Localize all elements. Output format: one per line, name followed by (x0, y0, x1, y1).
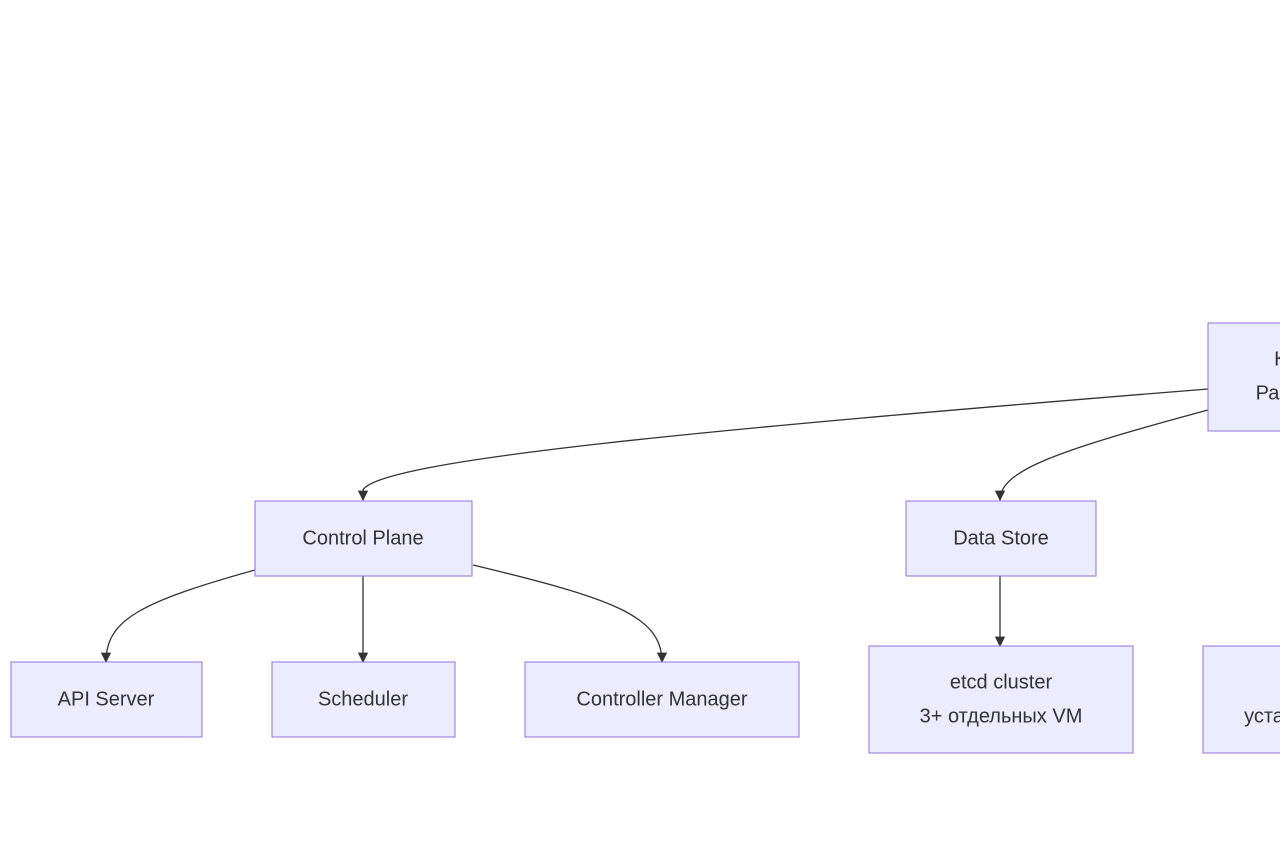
node-api-server: API Server (10, 661, 203, 738)
svg-text:API Server: API Server (58, 688, 155, 710)
svg-text:3+ отдельных VM: 3+ отдельных VM (920, 705, 1083, 727)
node-controller-manager: Controller Manager (524, 661, 800, 738)
edge-root-data-store (994, 409, 1209, 502)
node-root: К Раз (1207, 322, 1280, 432)
node-etcd-cluster: etcd cluster 3+ отдельных VM (868, 645, 1134, 754)
svg-text:Data Store: Data Store (953, 527, 1049, 549)
svg-text:Controller Manager: Controller Manager (576, 688, 748, 710)
svg-text:Раз: Раз (1256, 382, 1280, 404)
svg-text:Control Plane: Control Plane (302, 527, 423, 549)
edge-control-plane-controller-manager (472, 564, 668, 664)
svg-text:etcd cluster: etcd cluster (950, 671, 1053, 693)
node-partial-right: уста (1202, 645, 1280, 754)
node-data-store: Data Store (905, 500, 1097, 577)
svg-text:К: К (1274, 348, 1280, 370)
edge-root-control-plane (357, 388, 1209, 502)
edge-control-plane-api-server (100, 569, 256, 664)
svg-text:Scheduler: Scheduler (318, 688, 408, 710)
node-control-plane: Control Plane (254, 500, 473, 577)
svg-text:уста: уста (1244, 705, 1280, 727)
node-scheduler: Scheduler (271, 661, 456, 738)
